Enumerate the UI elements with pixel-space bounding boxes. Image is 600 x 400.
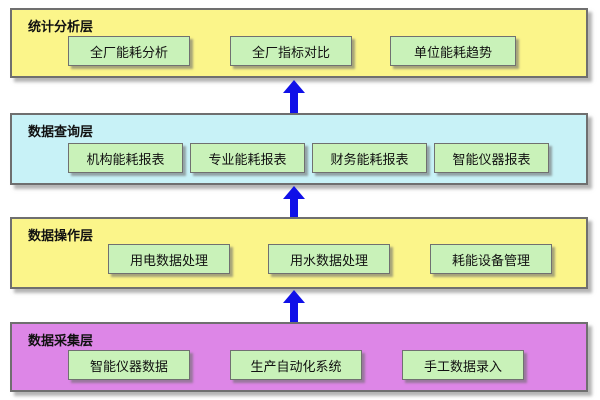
arrow-shaft [290, 199, 298, 226]
collection-layer-title: 数据采集层 [28, 334, 94, 349]
operation-layer-title: 数据操作层 [28, 229, 94, 244]
query-layer: 数据查询层 机构能耗报表 专业能耗报表 财务能耗报表 智能仪器报表 [10, 113, 588, 185]
module-smart-instrument-report: 智能仪器报表 [434, 143, 549, 173]
module-energy-equipment-management: 耗能设备管理 [430, 244, 552, 274]
module-water-data-processing: 用水数据处理 [268, 244, 390, 274]
module-finance-energy-report: 财务能耗报表 [312, 143, 427, 173]
arrow-head [283, 290, 305, 303]
operation-layer: 数据操作层 用电数据处理 用水数据处理 耗能设备管理 [10, 217, 588, 289]
module-production-automation-system: 生产自动化系统 [230, 350, 362, 380]
analysis-layer: 统计分析层 全厂能耗分析 全厂指标对比 单位能耗趋势 [10, 8, 588, 78]
module-institution-energy-report: 机构能耗报表 [68, 143, 183, 173]
arrow-shaft [290, 303, 298, 331]
module-electricity-data-processing: 用电数据处理 [108, 244, 230, 274]
up-arrow-operation-to-query [283, 186, 305, 226]
module-specialty-energy-report: 专业能耗报表 [190, 143, 305, 173]
collection-layer: 数据采集层 智能仪器数据 生产自动化系统 手工数据录入 [10, 322, 588, 392]
arrow-shaft [290, 93, 298, 118]
arrow-head [283, 186, 305, 199]
module-unit-energy-trend: 单位能耗趋势 [390, 36, 516, 66]
module-plant-indicator-comparison: 全厂指标对比 [230, 36, 352, 66]
arrow-head [283, 80, 305, 93]
module-smart-instrument-data: 智能仪器数据 [68, 350, 190, 380]
up-arrow-query-to-analysis [283, 80, 305, 118]
query-layer-title: 数据查询层 [28, 125, 94, 140]
up-arrow-collection-to-operation [283, 290, 305, 331]
analysis-layer-title: 统计分析层 [28, 20, 94, 35]
module-manual-data-entry: 手工数据录入 [402, 350, 524, 380]
module-plant-energy-analysis: 全厂能耗分析 [68, 36, 190, 66]
